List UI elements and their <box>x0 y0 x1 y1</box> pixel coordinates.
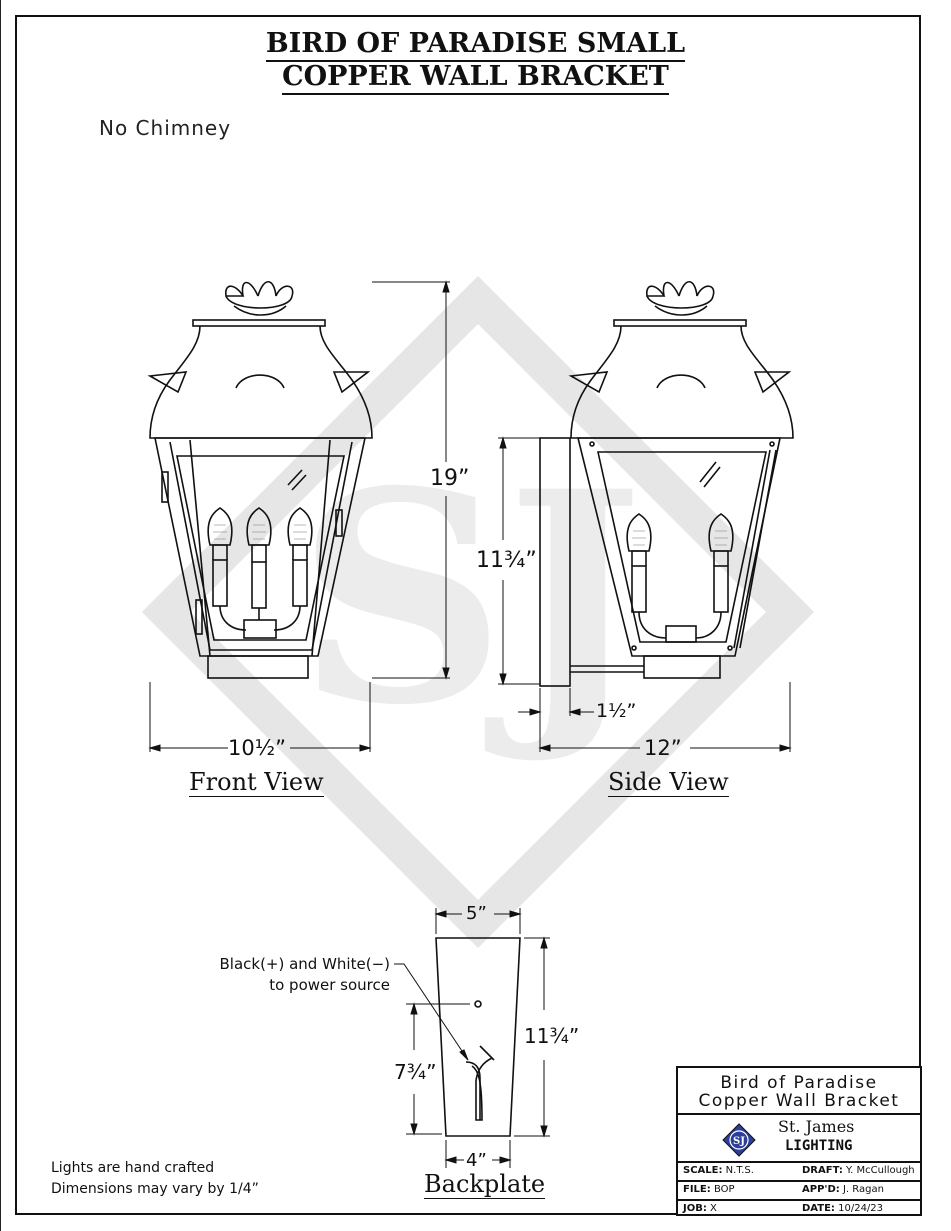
backplate-label: Backplate <box>424 1170 546 1199</box>
backplate-junction-height-dimension: 7¾” <box>394 1060 437 1084</box>
side-offset-dimension: 1½” <box>596 700 637 722</box>
backplate-top-width-dimension: 5” <box>466 903 487 924</box>
no-chimney-note: No Chimney <box>99 116 232 140</box>
finial-petal <box>225 285 245 297</box>
svg-text:SJ: SJ <box>297 429 644 769</box>
side-bulb-texture <box>632 530 728 546</box>
wiring-note-line1: Black(+) and White(−) <box>219 955 390 973</box>
title-block-name-line1: Bird of Paradise <box>720 1073 878 1093</box>
front-view-label: Front View <box>189 768 324 797</box>
scale-cell: SCALE: N.T.S. <box>683 1165 754 1176</box>
drawing-title-line1: BIRD OF PARADISE SMALL <box>0 28 951 62</box>
height-total-dimension: 19” <box>430 466 470 491</box>
company-name: St. James <box>778 1117 855 1136</box>
title-block-divider <box>678 1180 920 1182</box>
side-view-label: Side View <box>608 768 729 797</box>
backplate-height-dimension: 11¾” <box>524 1024 580 1048</box>
front-view-lantern <box>147 280 373 679</box>
backplate-bottom-width-dimension: 4” <box>466 1150 487 1171</box>
company-division: LIGHTING <box>785 1138 853 1154</box>
side-height-dimension: 11¾” <box>476 548 537 573</box>
title-block-name-line2: Copper Wall Bracket <box>698 1091 900 1111</box>
wiring-note-line2: to power source <box>269 976 390 994</box>
sheet-edge <box>0 0 1 1231</box>
front-width-dimension: 10½” <box>228 736 286 760</box>
side-depth-dimension: 12” <box>644 736 682 760</box>
title-block: Bird of Paradise Copper Wall Bracket SJ … <box>676 1066 922 1216</box>
title-block-name: Bird of Paradise Copper Wall Bracket <box>678 1074 920 1110</box>
title-block-divider <box>678 1113 920 1115</box>
dimensions-vary-note: Dimensions may vary by 1/4” <box>51 1181 259 1197</box>
file-cell: FILE: BOP <box>683 1184 735 1195</box>
side-view-lantern <box>539 280 794 687</box>
date-cell: DATE: 10/24/23 <box>802 1203 884 1214</box>
front-bulb-texture <box>213 524 307 540</box>
appd-cell: APP'D: J. Ragan <box>802 1184 884 1195</box>
company-logo-text: SJ <box>733 1136 745 1147</box>
title-block-divider <box>678 1199 920 1201</box>
draft-cell: DRAFT: Y. McCullough <box>802 1165 915 1176</box>
backplate-drawing <box>435 937 521 1137</box>
sheet-border <box>15 15 921 1215</box>
drawing-title-line2: COPPER WALL BRACKET <box>0 61 951 95</box>
backplate-dimension-lines <box>394 908 550 1168</box>
company-logo-icon: SJ <box>722 1123 756 1157</box>
title-block-divider <box>678 1161 920 1163</box>
hand-crafted-note: Lights are hand crafted <box>51 1160 215 1176</box>
front-dimension-lines <box>148 280 450 752</box>
job-cell: JOB: X <box>683 1203 717 1214</box>
side-dimension-lines <box>498 436 792 752</box>
wiring-note: Black(+) and White(−) to power source <box>190 954 390 996</box>
